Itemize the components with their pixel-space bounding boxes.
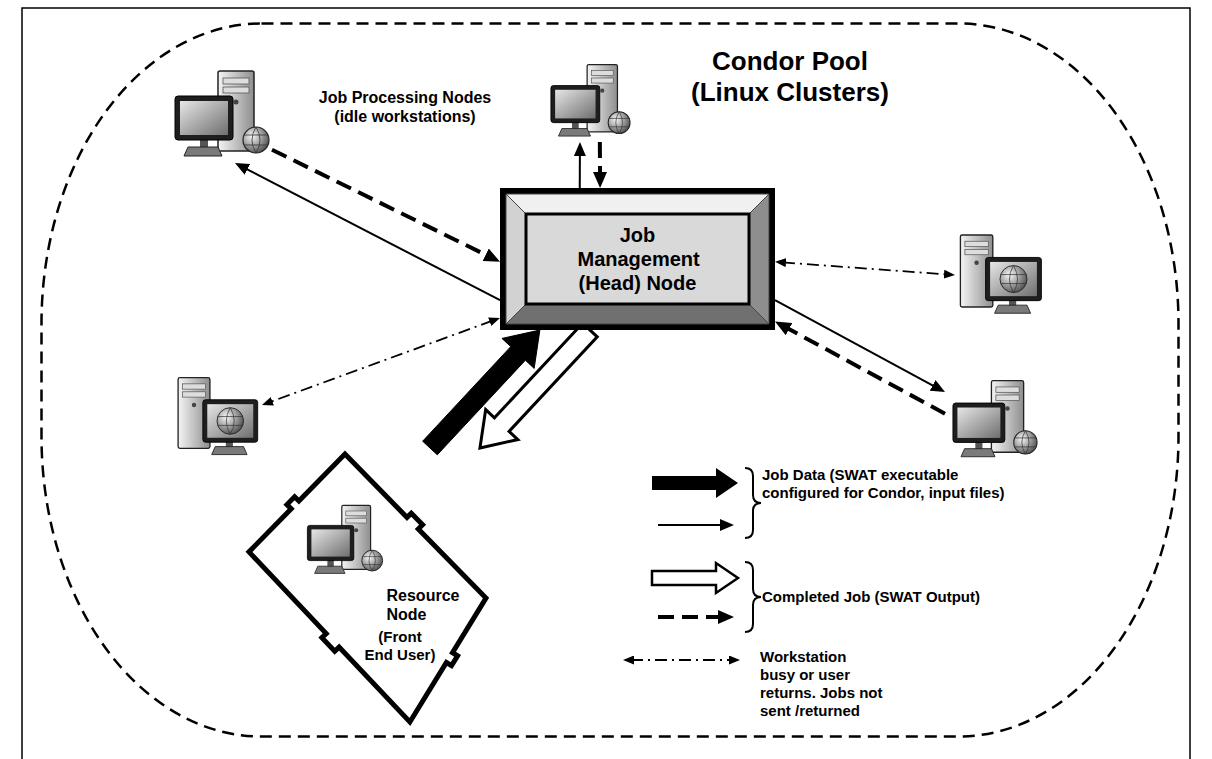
resource-outline — [249, 454, 486, 722]
computer-icon — [548, 62, 633, 142]
workstation — [548, 62, 633, 142]
legend-solid-arrow — [658, 524, 724, 526]
legend-text: Job Data (SWAT executable configured for… — [762, 466, 1007, 502]
bevel-face — [506, 194, 769, 214]
computer-icon — [955, 232, 1045, 318]
computer-icon — [178, 378, 258, 455]
computer-icon — [953, 381, 1037, 457]
node-label: Resource Node — [387, 586, 400, 624]
legend-dashdot-arrow — [631, 659, 732, 661]
head-node: Job Management (Head) Node — [500, 188, 775, 330]
workstation — [955, 232, 1045, 318]
node-label: Job Management (Head) Node — [578, 223, 698, 295]
completed-job-arrow — [786, 327, 945, 413]
job-data-arrow — [579, 152, 581, 188]
computer-icon — [305, 503, 385, 579]
node-sublabel: (Front End User) — [364, 628, 437, 664]
bevel-face — [506, 194, 526, 324]
computer-icon — [551, 65, 630, 137]
bevel-frame — [503, 191, 772, 327]
text-holder: Job Management (Head) Node — [578, 223, 698, 295]
pool-title: Condor Pool (Linux Clusters) — [690, 46, 890, 108]
legend-entry: Completed Job (SWAT Output) — [762, 588, 980, 606]
computer-icon — [307, 505, 382, 573]
text-holder: (Front End User) — [364, 628, 437, 664]
legend-dashed-arrow — [658, 615, 722, 619]
legend-text: Completed Job (SWAT Output) — [762, 588, 980, 606]
legend-bracket — [745, 468, 761, 538]
workstation — [945, 378, 1045, 463]
text-holder: Job Processing Nodes (idle workstations) — [318, 88, 493, 126]
head-node-face — [526, 214, 749, 304]
pool-boundary — [42, 24, 1179, 737]
text-holder: Condor Pool (Linux Clusters) — [690, 46, 890, 108]
workstation — [172, 375, 262, 459]
resource-node: Resource Node (Front End User) — [245, 448, 490, 728]
computer-icon — [945, 378, 1045, 463]
node-outline — [245, 448, 490, 728]
job-data-arrow — [244, 168, 500, 301]
busy-link — [783, 262, 947, 274]
page-frame — [22, 8, 1190, 759]
completed-job-arrow — [598, 142, 602, 176]
legend-block-arrow — [652, 468, 738, 498]
text-holder: Resource Node — [387, 586, 400, 624]
busy-link — [270, 321, 493, 403]
legend-entry: Job Data (SWAT executable configured for… — [762, 466, 1007, 502]
legend-bracket — [745, 562, 761, 632]
computer-icon — [172, 375, 262, 459]
completed-job-block-arrow — [480, 323, 597, 448]
bevel-face — [506, 304, 769, 324]
pool-region: Job Processing Nodes (idle workstations)… — [40, 22, 1180, 738]
legend-open-block-arrow — [652, 563, 738, 593]
node-heading: Job Processing Nodes (idle workstations) — [318, 88, 493, 126]
computer-icon — [960, 235, 1041, 313]
completed-job-arrow — [272, 150, 489, 257]
workstation: Job Processing Nodes (idle workstations) — [172, 68, 272, 163]
bevel-face — [749, 194, 769, 324]
legend-text: Workstation busy or user returns. Jobs n… — [760, 648, 885, 720]
job-data-arrow — [775, 300, 936, 387]
legend-samples — [631, 468, 761, 660]
legend-entry: Workstation busy or user returns. Jobs n… — [760, 648, 885, 720]
computer-icon — [172, 68, 272, 163]
computer-icon — [175, 71, 269, 156]
